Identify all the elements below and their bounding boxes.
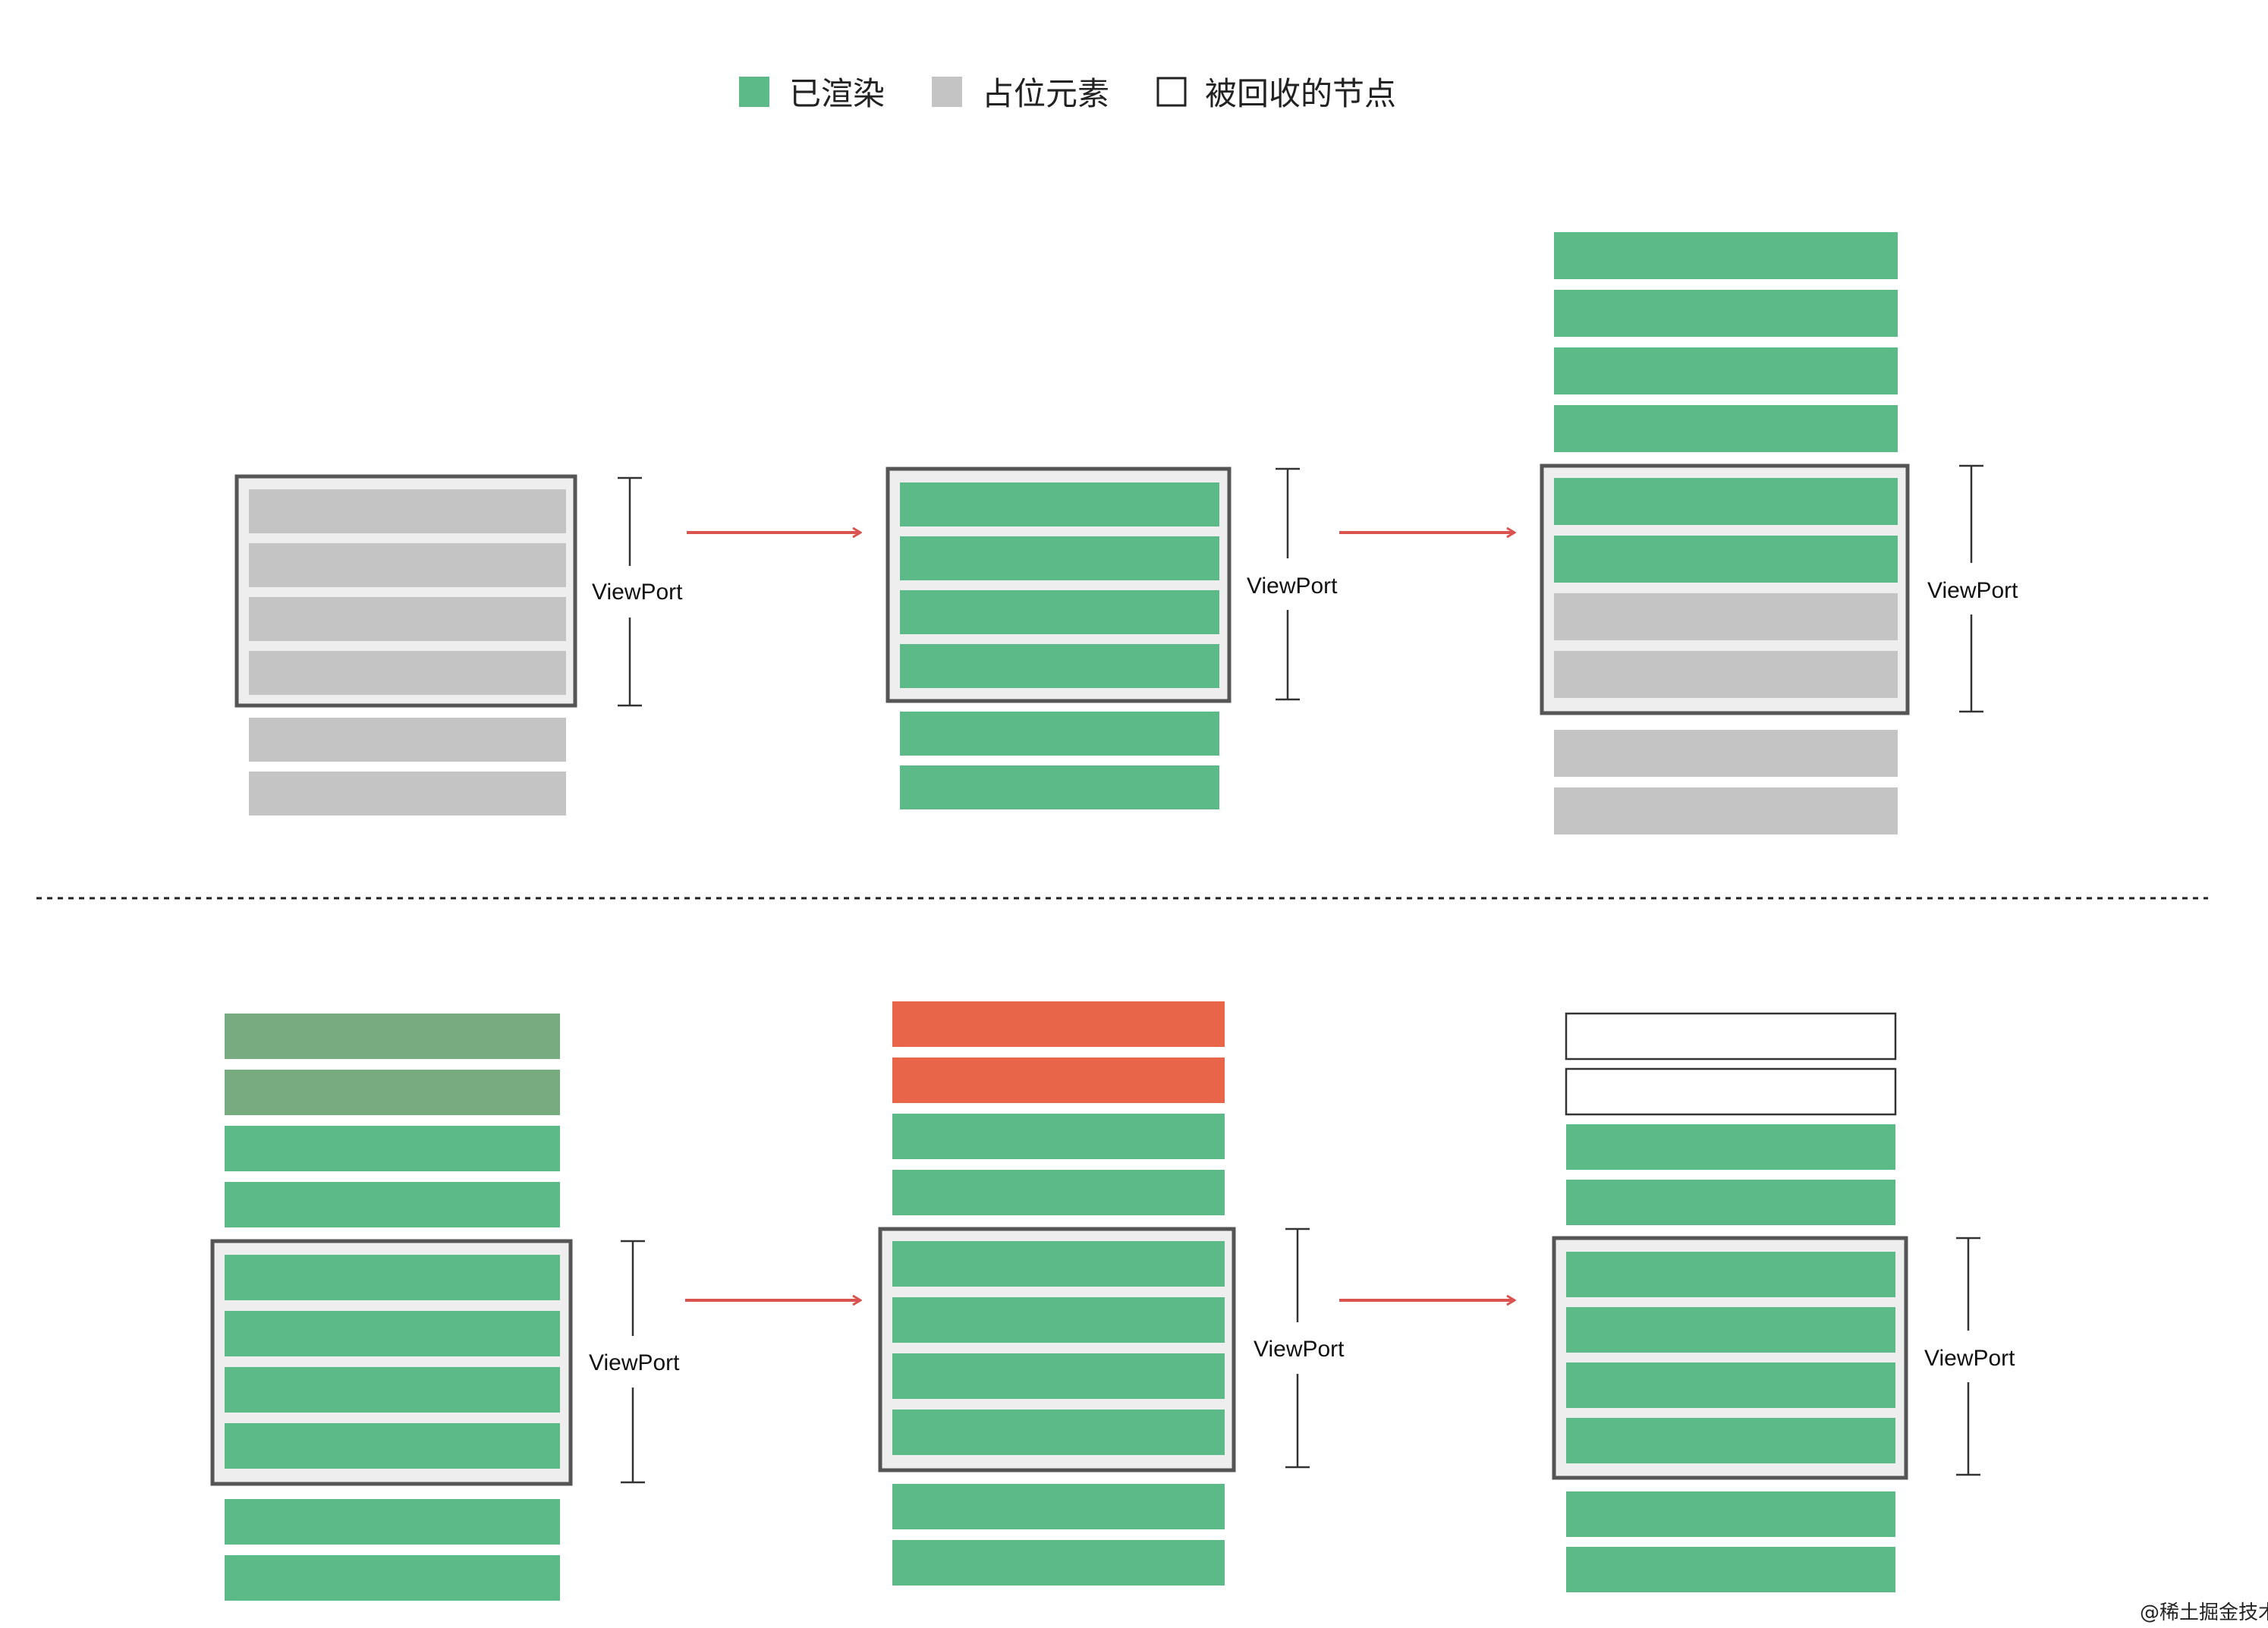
list-item-above-4 bbox=[1554, 405, 1898, 452]
list-item-inside-4 bbox=[225, 1423, 560, 1469]
legend-label-rendered: 已渲染 bbox=[789, 75, 885, 112]
list-item-inside-1 bbox=[892, 1241, 1225, 1287]
panel-row1-step1: ViewPort bbox=[234, 474, 683, 816]
list-item-inside-4 bbox=[892, 1410, 1225, 1455]
viewport-label: ViewPort bbox=[589, 1350, 680, 1375]
list-item-inside-4 bbox=[1554, 651, 1898, 698]
list-item-above-1 bbox=[1554, 232, 1898, 279]
list-item-above-2 bbox=[1565, 1067, 1897, 1116]
list-item-above-2 bbox=[892, 1058, 1225, 1103]
list-item-below-2 bbox=[249, 772, 566, 816]
list-item-inside-3 bbox=[249, 597, 566, 641]
legend-swatch-placeholder bbox=[932, 77, 962, 107]
panel-row1-step3: ViewPort bbox=[1540, 232, 2018, 834]
list-item-inside-3 bbox=[900, 590, 1219, 634]
panel-row2-step1: ViewPort bbox=[210, 1014, 680, 1601]
watermark-text: @稀土掘金技术社区 bbox=[2140, 1601, 2268, 1624]
viewport-label: ViewPort bbox=[592, 580, 683, 605]
arrows bbox=[685, 533, 1515, 1300]
list-item-above-3 bbox=[892, 1114, 1225, 1159]
viewport-bracket bbox=[1956, 1237, 1980, 1476]
list-item-below-1 bbox=[892, 1484, 1225, 1529]
list-item-below-2 bbox=[892, 1540, 1225, 1586]
list-item-inside-1 bbox=[249, 489, 566, 533]
list-item-above-4 bbox=[225, 1182, 560, 1227]
list-item-below-1 bbox=[900, 712, 1219, 756]
list-item-inside-2 bbox=[892, 1297, 1225, 1343]
list-item-inside-3 bbox=[225, 1367, 560, 1413]
list-item-above-1 bbox=[225, 1014, 560, 1059]
list-item-below-1 bbox=[1554, 730, 1898, 777]
list-item-inside-2 bbox=[225, 1311, 560, 1356]
list-item-inside-4 bbox=[249, 651, 566, 695]
list-item-above-3 bbox=[1566, 1124, 1895, 1170]
legend-label-placeholder: 占位元素 bbox=[982, 75, 1109, 112]
viewport-label: ViewPort bbox=[1254, 1337, 1345, 1362]
viewport-bracket bbox=[1959, 464, 1983, 713]
list-item-below-2 bbox=[1566, 1547, 1895, 1592]
viewport-bracket bbox=[618, 476, 642, 707]
list-item-above-1 bbox=[1565, 1012, 1897, 1061]
list-item-above-1 bbox=[892, 1001, 1225, 1047]
legend-label-recycled: 被回收的节点 bbox=[1205, 75, 1396, 112]
list-item-above-2 bbox=[1554, 290, 1898, 337]
list-item-above-2 bbox=[225, 1070, 560, 1115]
list-item-inside-2 bbox=[900, 536, 1219, 580]
legend: 已渲染 占位元素 被回收的节点 bbox=[739, 75, 1396, 112]
list-item-inside-3 bbox=[1554, 593, 1898, 640]
list-item-below-2 bbox=[1554, 787, 1898, 834]
viewport-label: ViewPort bbox=[1247, 574, 1338, 599]
list-item-below-1 bbox=[225, 1499, 560, 1545]
list-item-below-1 bbox=[1566, 1491, 1895, 1537]
viewport-bracket bbox=[1285, 1227, 1310, 1469]
list-item-above-4 bbox=[1566, 1180, 1895, 1225]
panel-row2-step2: ViewPort bbox=[878, 1001, 1345, 1586]
viewport-bracket bbox=[1276, 467, 1300, 701]
list-item-inside-2 bbox=[1566, 1307, 1895, 1353]
list-item-inside-3 bbox=[1566, 1362, 1895, 1408]
list-item-inside-1 bbox=[1554, 478, 1898, 525]
panel-row2-step3: ViewPort bbox=[1552, 1012, 2015, 1592]
legend-swatch-recycled bbox=[1156, 77, 1187, 107]
list-item-above-3 bbox=[225, 1126, 560, 1171]
viewport-bracket bbox=[621, 1240, 645, 1484]
list-item-inside-3 bbox=[892, 1353, 1225, 1399]
list-item-inside-1 bbox=[225, 1255, 560, 1300]
list-item-below-1 bbox=[249, 718, 566, 762]
list-item-inside-4 bbox=[900, 644, 1219, 688]
list-item-above-4 bbox=[892, 1170, 1225, 1215]
viewport-label: ViewPort bbox=[1927, 578, 2018, 603]
viewport-label: ViewPort bbox=[1924, 1346, 2015, 1371]
list-item-inside-1 bbox=[1566, 1252, 1895, 1297]
panel-row1-step2: ViewPort bbox=[885, 467, 1338, 809]
list-item-below-2 bbox=[225, 1555, 560, 1601]
list-item-inside-2 bbox=[1554, 536, 1898, 583]
list-item-inside-4 bbox=[1566, 1418, 1895, 1463]
list-item-above-3 bbox=[1554, 347, 1898, 394]
list-item-inside-1 bbox=[900, 482, 1219, 526]
list-item-inside-2 bbox=[249, 543, 566, 587]
legend-swatch-rendered bbox=[739, 77, 769, 107]
list-item-below-2 bbox=[900, 765, 1219, 809]
